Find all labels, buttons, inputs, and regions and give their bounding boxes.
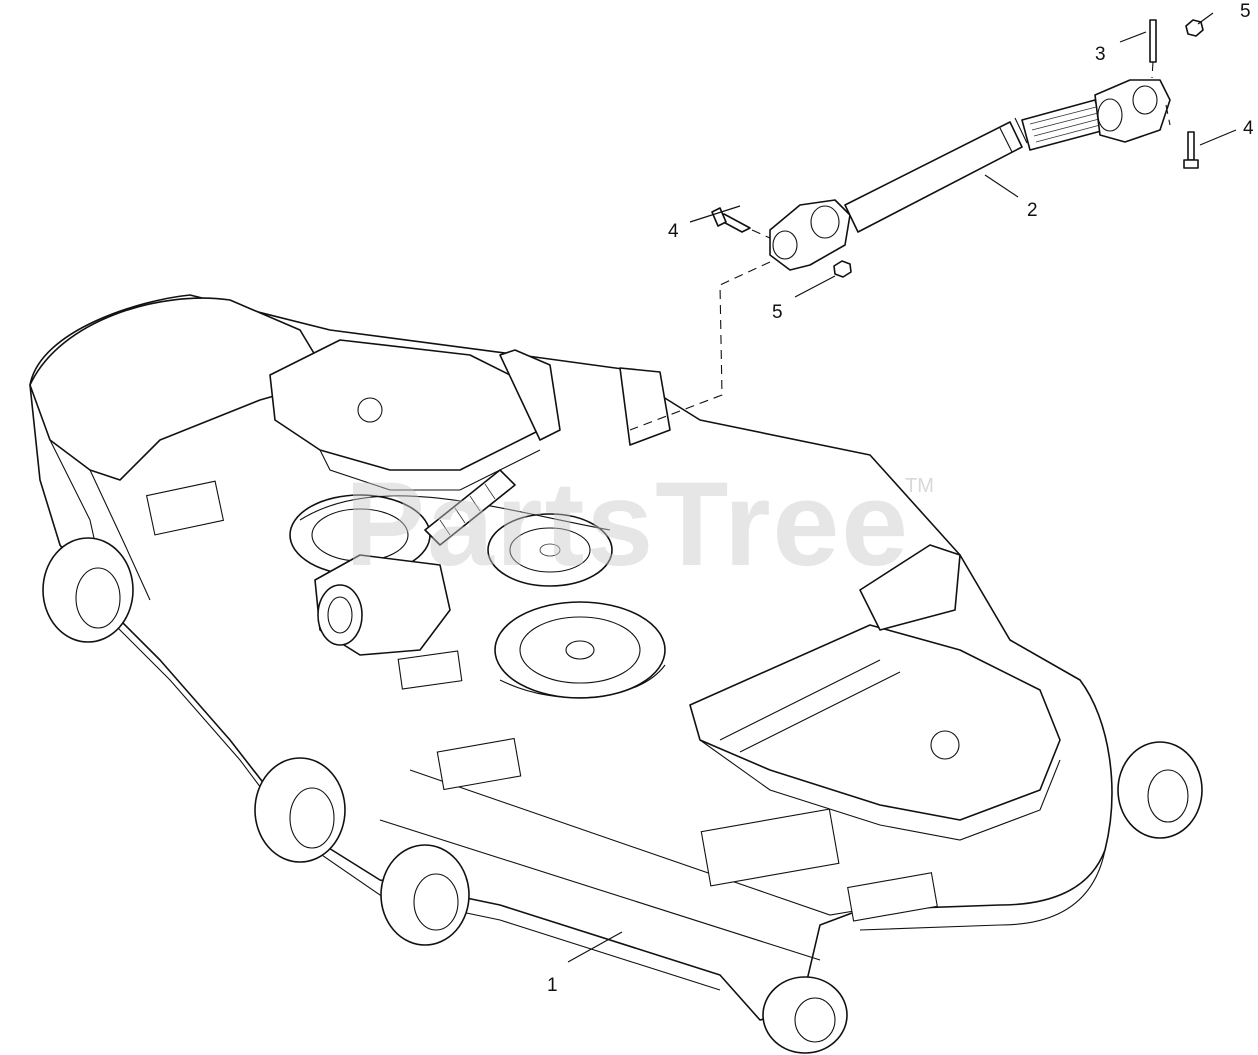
pin-part-3 — [1149, 19, 1157, 63]
drive-shaft[interactable] — [769, 79, 1171, 271]
mower-deck[interactable] — [29, 294, 1113, 1021]
callout-5-lower[interactable]: 5 — [772, 302, 783, 323]
assembly-lines — [629, 61, 1171, 431]
callout-labels: 1 2 3 4 4 5 5 — [547, 1, 1254, 996]
bolt-part-4-lower — [711, 207, 751, 233]
callout-4-left[interactable]: 4 — [668, 221, 679, 242]
bolt-part-4-top — [1183, 131, 1199, 169]
leader-lines — [567, 12, 1237, 963]
caster-wheel-right-front — [762, 976, 848, 1054]
watermark: PartsTree TM — [345, 457, 934, 591]
callout-3[interactable]: 3 — [1095, 44, 1106, 65]
caster-wheel-left-front — [254, 757, 346, 863]
caster-wheel-center-front — [380, 844, 470, 946]
caster-wheel-left-rear — [42, 537, 134, 643]
nut-part-5-lower — [833, 260, 852, 278]
caster-wheels — [42, 537, 1203, 1054]
hardware — [711, 19, 1204, 278]
callout-1[interactable]: 1 — [547, 975, 558, 996]
callout-2[interactable]: 2 — [1027, 200, 1038, 221]
callout-5-top[interactable]: 5 — [1240, 1, 1251, 22]
callout-4-right[interactable]: 4 — [1243, 118, 1254, 139]
caster-wheel-right-rear — [1117, 741, 1203, 839]
watermark-text: PartsTree — [345, 457, 910, 591]
watermark-trademark: TM — [905, 475, 934, 497]
